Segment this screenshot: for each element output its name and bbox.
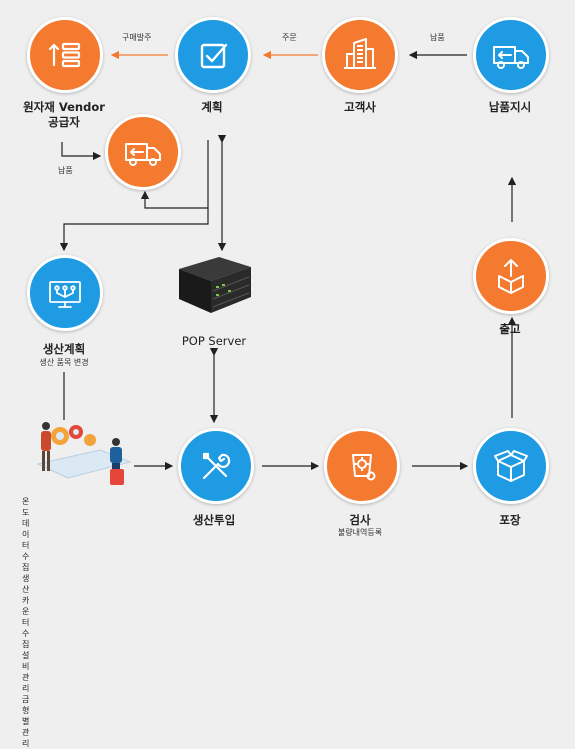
connection-lines bbox=[59, 50, 517, 471]
edge-label-purchase: 구매발주 bbox=[122, 33, 152, 42]
checkbox-icon bbox=[175, 17, 251, 93]
box-up-icon bbox=[473, 238, 549, 314]
delivery-order-label: 납품지시 bbox=[488, 100, 532, 114]
inspection-sub: 불량내역등록 bbox=[337, 528, 383, 537]
production-plan-sub: 생산 품목 변경 bbox=[39, 358, 89, 367]
customer-label: 고객사 bbox=[344, 100, 376, 114]
plan-label: 계획 bbox=[201, 100, 223, 114]
production-input-label: 생산투입 bbox=[192, 513, 236, 527]
packing-label: 포장 bbox=[499, 513, 521, 527]
delivery-truck-icon bbox=[473, 17, 549, 93]
data-collection-item: 설비 관리 bbox=[22, 651, 30, 693]
data-collection-item: 생산 카운터 수집 bbox=[22, 574, 30, 649]
data-collection-list: 온도 데이터 수집 생산 카운터 수집 설비 관리 금형별 관리 bbox=[22, 496, 29, 749]
supplier-label-1: 원자재 Vendor bbox=[23, 100, 105, 114]
arrow-plan-truck bbox=[140, 140, 209, 209]
buildings-icon bbox=[322, 17, 398, 93]
data-collection-item: 온도 데이터 수집 bbox=[22, 497, 30, 572]
inspection-gear-icon bbox=[324, 428, 400, 504]
edge-label-delivery: 납품 bbox=[430, 33, 445, 42]
server-icon bbox=[179, 257, 251, 313]
monitor-network-icon bbox=[27, 255, 103, 331]
package-icon bbox=[473, 428, 549, 504]
production-plan-label: 생산계획 bbox=[42, 342, 86, 356]
list-order-icon bbox=[27, 17, 103, 93]
workers-illustration bbox=[36, 422, 132, 485]
supplier-label-2: 공급자 bbox=[48, 115, 80, 129]
arrow-plan-production-plan bbox=[59, 208, 209, 252]
tools-icon bbox=[178, 428, 254, 504]
data-collection-item: 금형별 관리 bbox=[22, 695, 30, 748]
shipping-label: 출고 bbox=[499, 322, 521, 336]
edge-label-order: 주문 bbox=[282, 33, 297, 42]
inspection-label: 검사 bbox=[349, 513, 371, 527]
arrow-supplier-truck bbox=[61, 142, 102, 161]
delivery-truck-icon bbox=[105, 114, 181, 190]
pop-server-label: POP Server bbox=[181, 334, 247, 348]
edge-label-delivery-2: 납품 bbox=[58, 166, 73, 175]
